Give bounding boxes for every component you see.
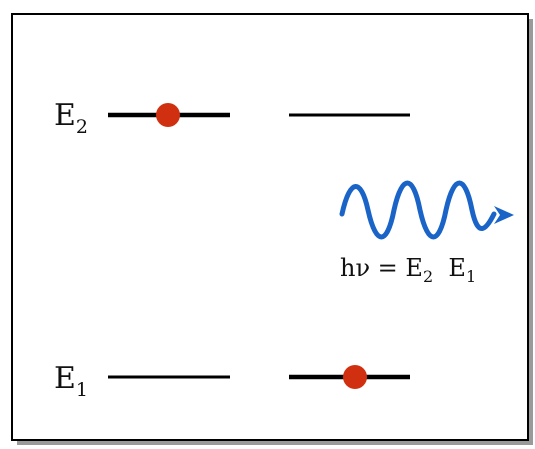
equation-e-lower: E (448, 254, 466, 282)
electron-icon (343, 365, 367, 389)
equation-e-lower-sub: 1 (466, 267, 476, 286)
photon-energy-equation: hν = E2 E1 (340, 254, 476, 286)
diagram-frame (11, 13, 529, 441)
lower-level-symbol: E (54, 361, 76, 396)
electron-icon (156, 103, 180, 127)
equation-e-upper: E (405, 254, 423, 282)
equation-e-upper-sub: 2 (423, 267, 433, 286)
photon-wave (339, 180, 497, 240)
photon-icon (339, 180, 514, 240)
equation-separator (433, 254, 448, 282)
photon-arrowhead-icon (494, 206, 514, 224)
lower-level-label: E1 (54, 361, 88, 401)
upper-level-subscript: 2 (76, 116, 88, 138)
lower-level-subscript: 1 (76, 379, 88, 401)
upper-level-symbol: E (54, 98, 76, 133)
upper-level-label: E2 (54, 98, 88, 138)
equation-lhs: hν = (340, 254, 405, 282)
